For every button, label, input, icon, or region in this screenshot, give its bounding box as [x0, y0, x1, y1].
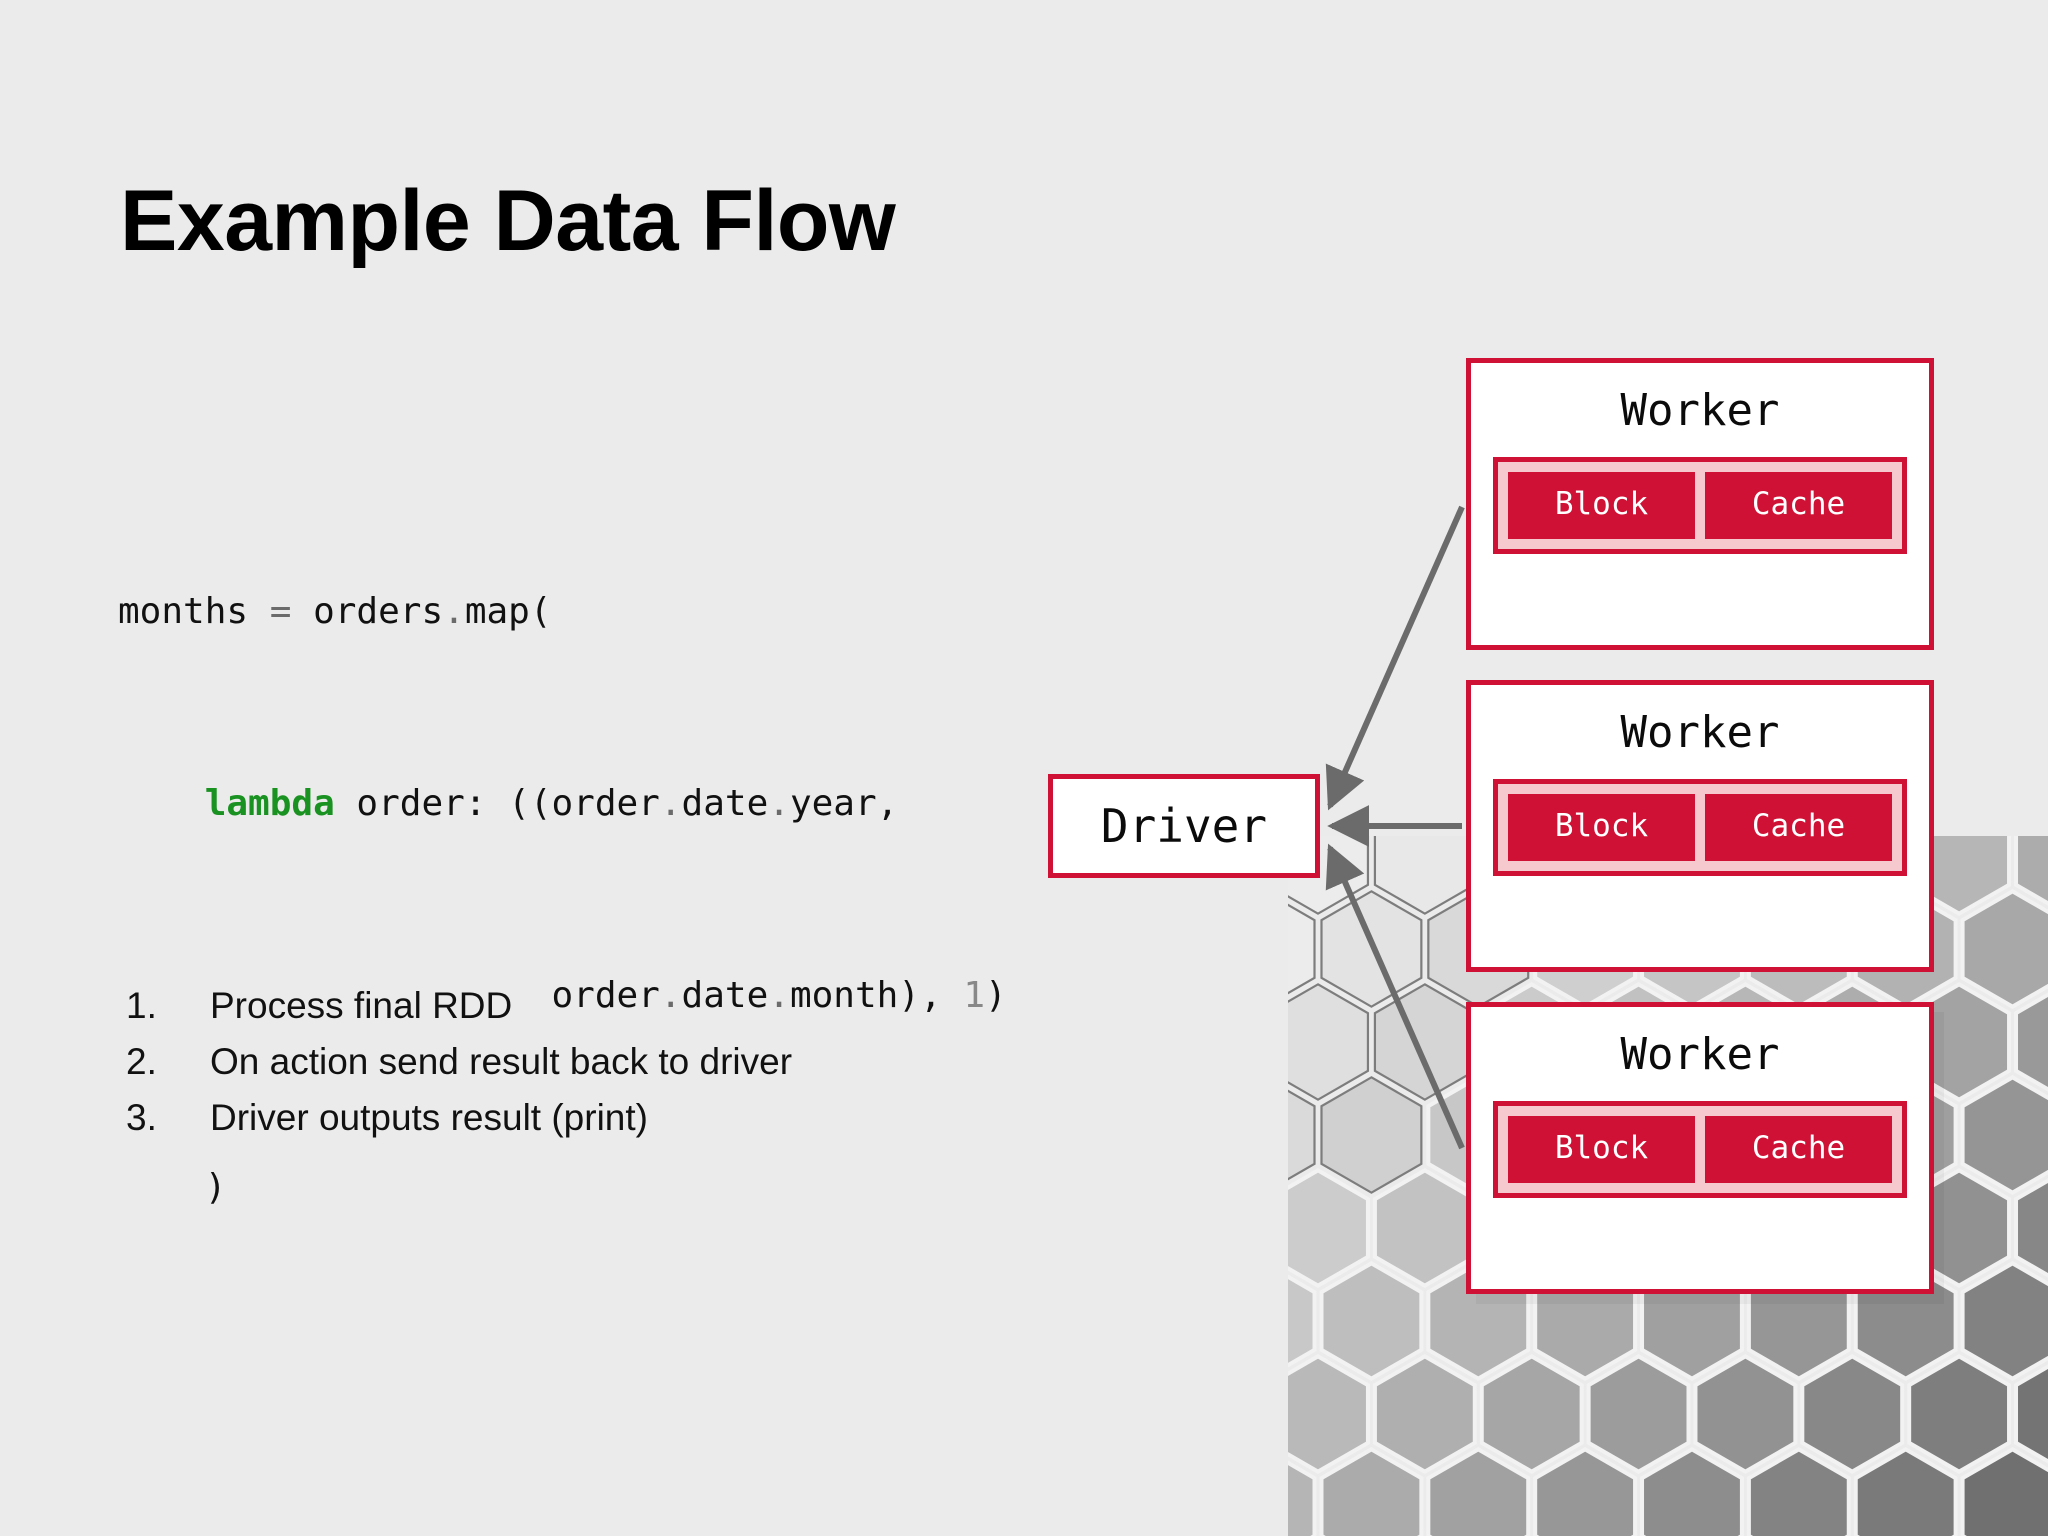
code-token: orders: [313, 591, 444, 632]
code-token: map(: [464, 591, 552, 632]
worker-node-3[interactable]: Worker Block Cache: [1466, 1002, 1934, 1294]
code-token: ): [985, 975, 1007, 1016]
honeycomb-cell: [2014, 1178, 2048, 1278]
honeycomb-cell: [1288, 903, 1316, 995]
list-item-index: 3.: [126, 1097, 157, 1138]
code-token: .: [659, 783, 682, 824]
code-token: months: [118, 591, 249, 632]
code-number: 1: [963, 975, 986, 1016]
code-line-2: lambda order: ((order.date.year,: [118, 772, 1007, 836]
honeycomb-cell: [2014, 1364, 2048, 1464]
code-token: .: [659, 975, 682, 1016]
honeycomb-cell: [1288, 1460, 1317, 1536]
code-line-blank: [118, 1348, 1007, 1412]
honeycomb-cell: [1288, 1168, 1370, 1288]
honeycomb-cell: [1800, 1354, 1905, 1474]
code-token: year,: [789, 783, 899, 824]
honeycomb-cell: [1288, 1354, 1370, 1474]
code-token: =: [248, 591, 314, 632]
cache-chip[interactable]: Cache: [1705, 794, 1892, 862]
arrow-worker3-to-driver: [1325, 843, 1465, 1150]
code-line-4: ): [118, 1156, 1007, 1220]
list-item: 1. Process final RDD: [126, 978, 792, 1034]
honeycomb-cell: [2014, 992, 2048, 1092]
code-token: order: ((order: [334, 783, 660, 824]
block-chip[interactable]: Block: [1508, 1116, 1695, 1184]
worker-label: Worker: [1620, 1029, 1780, 1080]
code-token: order: [551, 975, 660, 1016]
list-item: 2. On action send result back to driver: [126, 1034, 792, 1090]
honeycomb-cell: [1533, 1447, 1638, 1536]
honeycomb-cell: [1426, 1447, 1531, 1536]
cache-chip[interactable]: Cache: [1705, 1116, 1892, 1184]
honeycomb-cell: [1586, 1354, 1691, 1474]
code-token: [118, 783, 205, 824]
honeycomb-cell: [1960, 889, 2048, 1009]
worker-node-1[interactable]: Worker Block Cache: [1466, 358, 1934, 650]
code-line-3: order.date.month), 1): [118, 964, 1007, 1028]
list-item-label: Process final RDD: [210, 985, 513, 1026]
worker-node-2[interactable]: Worker Block Cache: [1466, 680, 1934, 972]
code-token: date: [681, 975, 769, 1016]
worker-label: Worker: [1620, 385, 1780, 436]
page-title: Example Data Flow: [120, 173, 896, 269]
honeycomb-cell: [1853, 1447, 1958, 1536]
honeycomb-cell: [1746, 1447, 1851, 1536]
driver-node[interactable]: Driver: [1048, 774, 1320, 878]
honeycomb-cell: [1907, 1354, 2012, 1474]
honeycomb-cell: [1320, 890, 1423, 1008]
code-token: month),: [789, 975, 964, 1016]
honeycomb-cell: [1479, 1354, 1584, 1474]
honeycomb-cell: [1288, 983, 1370, 1101]
honeycomb-cell: [1319, 1261, 1424, 1381]
list-item: 3. Driver outputs result (print): [126, 1090, 792, 1146]
honeycomb-cell: [1372, 1354, 1477, 1474]
worker-memory-panel: Block Cache: [1493, 457, 1907, 555]
list-item-label: On action send result back to driver: [210, 1041, 793, 1082]
worker-memory-panel: Block Cache: [1493, 1101, 1907, 1199]
driver-label: Driver: [1100, 799, 1268, 853]
honeycomb-cell: [1373, 836, 1476, 915]
honeycomb-cell: [2014, 836, 2048, 906]
honeycomb-cell: [1960, 1261, 2048, 1381]
code-token: .: [768, 783, 790, 824]
worker-memory-panel: Block Cache: [1493, 779, 1907, 877]
honeycomb-cell: [1693, 1354, 1798, 1474]
arrow-worker1-to-driver: [1325, 505, 1465, 811]
code-token: .: [768, 975, 790, 1016]
list-item-index: 2.: [126, 1041, 157, 1082]
block-chip[interactable]: Block: [1508, 794, 1695, 862]
honeycomb-cell: [1319, 1447, 1424, 1536]
worker-label: Worker: [1620, 707, 1780, 758]
code-token: .: [443, 591, 465, 632]
honeycomb-cell: [1640, 1447, 1744, 1536]
code-line-1: months = orders.map(: [118, 580, 1007, 644]
honeycomb-cell: [1320, 1076, 1423, 1194]
honeycomb-cell: [1288, 1274, 1317, 1368]
steps-list: 1. Process final RDD 2. On action send r…: [126, 978, 792, 1146]
honeycomb-cell: [1960, 1447, 2048, 1536]
list-item-label: Driver outputs result (print): [210, 1097, 648, 1138]
honeycomb-cell: [1372, 1168, 1477, 1288]
code-block: months = orders.map( lambda order: ((ord…: [118, 452, 1007, 1536]
honeycomb-cell: [1373, 983, 1476, 1101]
block-chip[interactable]: Block: [1508, 472, 1695, 540]
code-token: ): [118, 1167, 227, 1208]
cache-chip[interactable]: Cache: [1705, 472, 1892, 540]
code-keyword: lambda: [204, 783, 335, 824]
honeycomb-cell: [1960, 1075, 2048, 1195]
list-item-index: 1.: [126, 985, 157, 1026]
code-token: date: [681, 783, 769, 824]
honeycomb-cell: [1288, 1089, 1316, 1181]
